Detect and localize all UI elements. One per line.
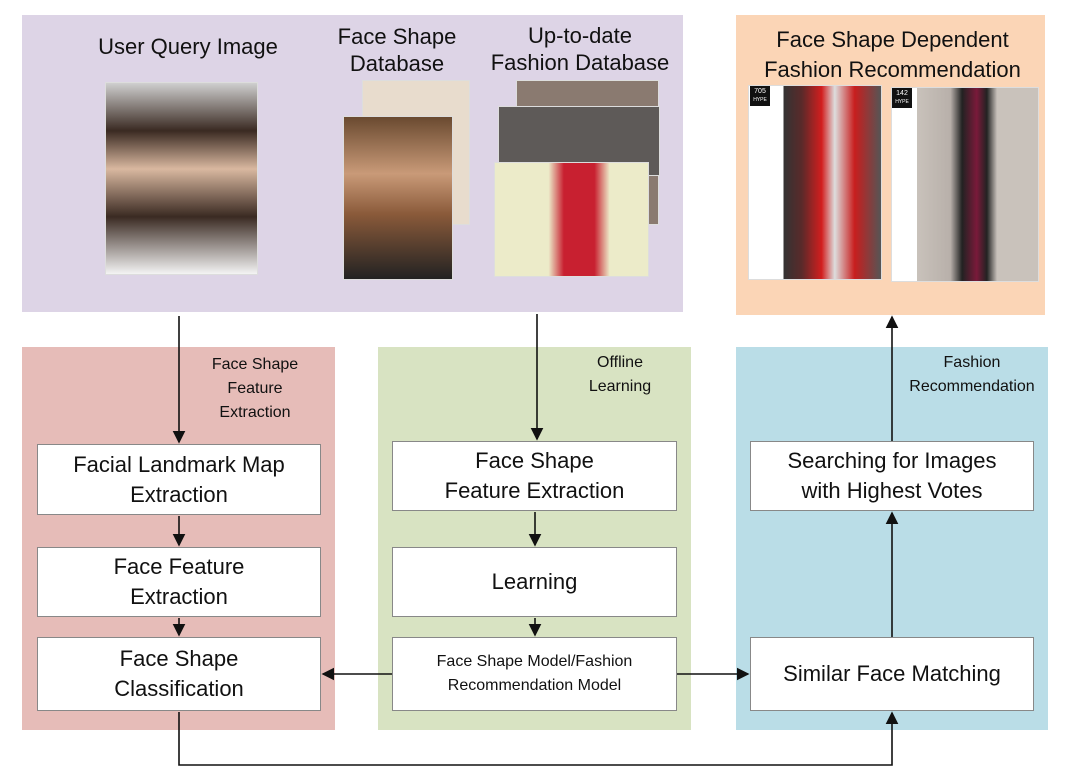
learning-box: Learning [392, 547, 677, 617]
result-title: Face Shape Dependent Fashion Recommendat… [764, 27, 1021, 82]
hype-tag: HYPE [895, 99, 909, 105]
similar-face-matching-box: Similar Face Matching [750, 637, 1034, 711]
recommendation-image-1 [748, 85, 882, 280]
face-db-image-front [343, 116, 453, 280]
recommend-label: Fashion Recommendation [909, 354, 1035, 395]
offline-feature-extraction-box: Face Shape Feature Extraction [392, 441, 677, 511]
fashion-db-image-front [494, 162, 649, 277]
searching-box: Searching for Images with Highest Votes [750, 441, 1034, 511]
query-image [105, 82, 258, 275]
query-title: User Query Image [98, 34, 278, 59]
landmark-extraction-box: Facial Landmark Map Extraction [37, 444, 321, 515]
arrow-classification-to-matching [178, 711, 899, 766]
face-shape-classification-box: Face Shape Classification [37, 637, 321, 711]
model-box: Face Shape Model/Fashion Recommendation … [392, 637, 677, 711]
extraction-label: Face Shape Feature Extraction [211, 356, 299, 421]
hype-tag: HYPE [753, 97, 767, 103]
face-db-title: Face Shape Database [337, 24, 457, 76]
recommendation-image-2 [891, 87, 1039, 282]
offline-label: Offline Learning [588, 354, 652, 395]
hype-count: 705 [754, 88, 766, 95]
face-feature-extraction-box: Face Feature Extraction [37, 547, 321, 617]
hype-count: 142 [896, 90, 908, 97]
fashion-db-title: Up-to-date Fashion Database [490, 23, 670, 75]
